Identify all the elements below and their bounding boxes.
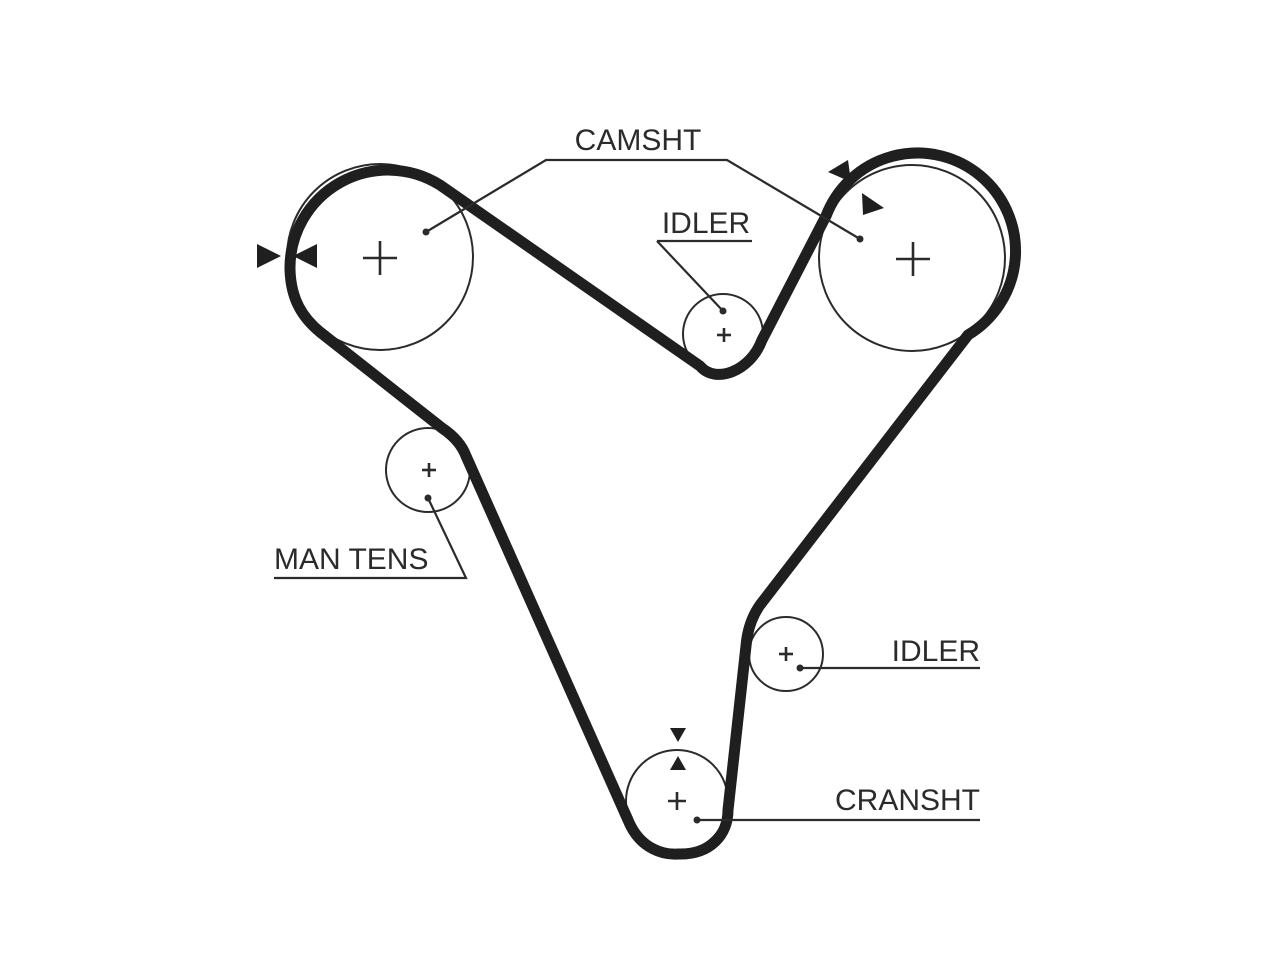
top-idler-label: IDLER [662, 207, 750, 240]
crank-timing-mark-icon [670, 728, 686, 770]
camshaft-leader-line [425, 158, 861, 240]
timing-belt [284, 147, 1021, 860]
top-idler-center-cross-icon [717, 328, 731, 342]
bottom-idler-label: IDLER [892, 635, 980, 668]
leader-lines [274, 158, 980, 824]
man-tens-label: MAN TENS [274, 543, 428, 576]
right-camshaft-center-cross-icon [896, 242, 930, 276]
timing-marks [257, 160, 884, 770]
pulley-centers [363, 241, 930, 810]
crankshaft-label: CRANSHT [835, 784, 980, 817]
right-cam-timing-mark-icon [828, 160, 884, 215]
pulleys [286, 163, 1006, 853]
labels: CAMSHT IDLER MAN TENS IDLER CRANSHT [274, 124, 980, 817]
left-camshaft-center-cross-icon [363, 241, 397, 275]
crankshaft-center-cross-icon [668, 792, 686, 810]
left-cam-timing-mark-icon [257, 244, 317, 268]
tensioner-center-cross-icon [422, 463, 436, 477]
top-idler-pointer-line [656, 240, 724, 312]
camshaft-label: CAMSHT [575, 124, 702, 157]
man-tens-leader-line [274, 497, 468, 580]
right-camshaft-pulley [818, 164, 1006, 352]
bottom-idler-center-cross-icon [779, 647, 793, 661]
